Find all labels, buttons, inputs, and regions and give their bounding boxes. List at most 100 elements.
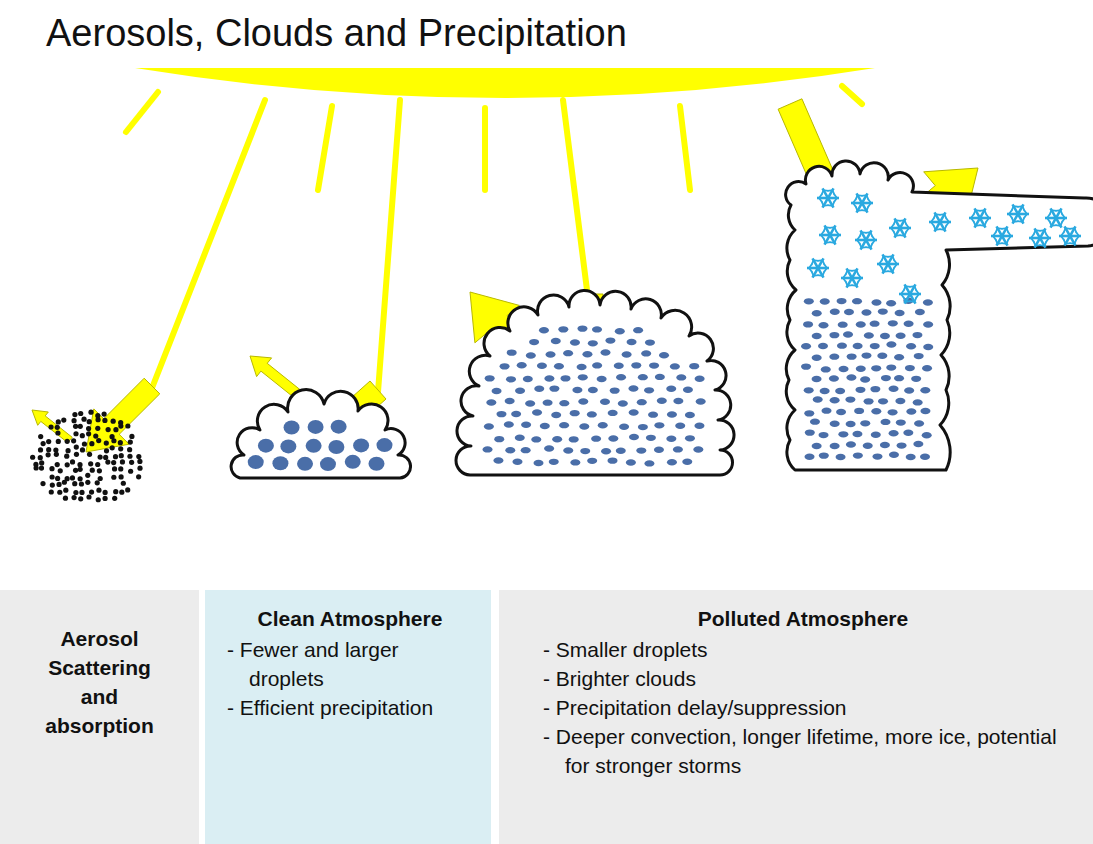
aerosol-particle	[39, 465, 44, 470]
aerosol-particle	[88, 410, 93, 415]
droplet	[822, 407, 832, 413]
droplet	[496, 411, 506, 417]
aerosol-particle	[78, 496, 83, 501]
droplet	[368, 457, 384, 471]
droplet	[878, 308, 888, 314]
droplet	[915, 309, 925, 315]
droplet	[871, 365, 881, 371]
aerosol-particle	[80, 433, 85, 438]
droplet	[889, 430, 899, 436]
droplet	[551, 412, 561, 418]
bullet-text: - Smaller droplets	[543, 635, 1063, 664]
bullet-text: - Fewer and larger droplets	[227, 635, 473, 693]
droplet	[853, 452, 863, 458]
droplet	[804, 298, 814, 304]
aerosol-particle	[58, 468, 63, 473]
droplet	[829, 332, 839, 338]
droplet	[549, 459, 559, 465]
droplet	[345, 455, 361, 469]
droplet	[638, 424, 648, 430]
droplet	[864, 332, 874, 338]
droplet	[838, 431, 848, 437]
droplet	[614, 363, 624, 369]
aerosol-particle	[113, 489, 118, 494]
aerosol-particle	[111, 438, 116, 443]
aerosol-particle	[119, 474, 124, 479]
droplet	[622, 351, 632, 357]
aerosol-particle	[96, 497, 101, 502]
droplet	[685, 435, 695, 441]
droplet	[579, 423, 589, 429]
droplet	[830, 397, 840, 403]
droplet	[871, 432, 881, 438]
snowflake	[851, 193, 873, 213]
droplet	[646, 435, 656, 441]
snowflake	[819, 225, 841, 245]
aerosol-particle	[104, 448, 109, 453]
aerosol-particle	[72, 481, 77, 486]
droplet	[837, 342, 847, 348]
droplet	[616, 374, 626, 380]
droplet	[846, 421, 856, 427]
droplet	[485, 375, 495, 381]
droplet	[880, 419, 890, 425]
droplet	[570, 339, 580, 345]
aerosol-particle	[86, 431, 91, 436]
panel-heading: Aerosol Scattering and absorption	[34, 624, 165, 740]
bullet-text: - Brighter clouds	[543, 664, 1063, 693]
aerosol-particle	[136, 454, 141, 459]
droplet	[906, 454, 916, 460]
droplet	[376, 438, 392, 452]
droplet	[878, 398, 888, 404]
droplet	[886, 364, 896, 370]
droplet	[570, 410, 580, 416]
aerosol-particle	[55, 462, 60, 467]
droplet	[853, 343, 863, 349]
droplet	[578, 374, 588, 380]
droplet	[913, 441, 923, 447]
droplet	[673, 398, 683, 404]
aerosol-particle	[79, 481, 84, 486]
aerosol-particle	[49, 489, 54, 494]
droplet	[638, 374, 648, 380]
cloud	[456, 290, 734, 475]
droplet	[923, 344, 933, 350]
droplet	[561, 375, 571, 381]
droplet	[610, 387, 620, 393]
droplet	[856, 366, 866, 372]
aerosol-particle	[49, 466, 54, 471]
aerosol-particle	[56, 439, 61, 444]
droplet	[308, 420, 324, 434]
aerosol-particle	[73, 468, 78, 473]
droplet	[820, 388, 830, 394]
droplet	[540, 423, 550, 429]
droplet	[896, 333, 906, 339]
droplet	[667, 411, 677, 417]
droplet	[551, 338, 561, 344]
droplet	[588, 387, 598, 393]
aerosol-particle	[118, 423, 123, 428]
aerosol-particle	[86, 426, 91, 431]
droplet	[597, 376, 607, 382]
droplet	[570, 459, 580, 465]
cloud	[231, 390, 410, 478]
aerosol-particle	[118, 440, 123, 445]
droplet	[577, 364, 587, 370]
droplet	[894, 354, 904, 360]
aerosol-particle	[50, 482, 55, 487]
aerosol-particle	[79, 490, 84, 495]
droplet	[636, 447, 646, 453]
droplet	[870, 320, 880, 326]
aerosol-particle	[46, 447, 51, 452]
droplet	[512, 459, 522, 465]
snowflake	[899, 284, 921, 304]
droplet	[689, 363, 699, 369]
aerosol-particle	[90, 468, 95, 473]
droplet	[507, 349, 517, 355]
droplet	[580, 448, 590, 454]
aerosol-particle	[136, 474, 141, 479]
aerosol-particle	[87, 452, 92, 457]
aerosol-particle	[89, 489, 94, 494]
aerosol-particle	[97, 468, 102, 473]
droplet	[860, 420, 870, 426]
